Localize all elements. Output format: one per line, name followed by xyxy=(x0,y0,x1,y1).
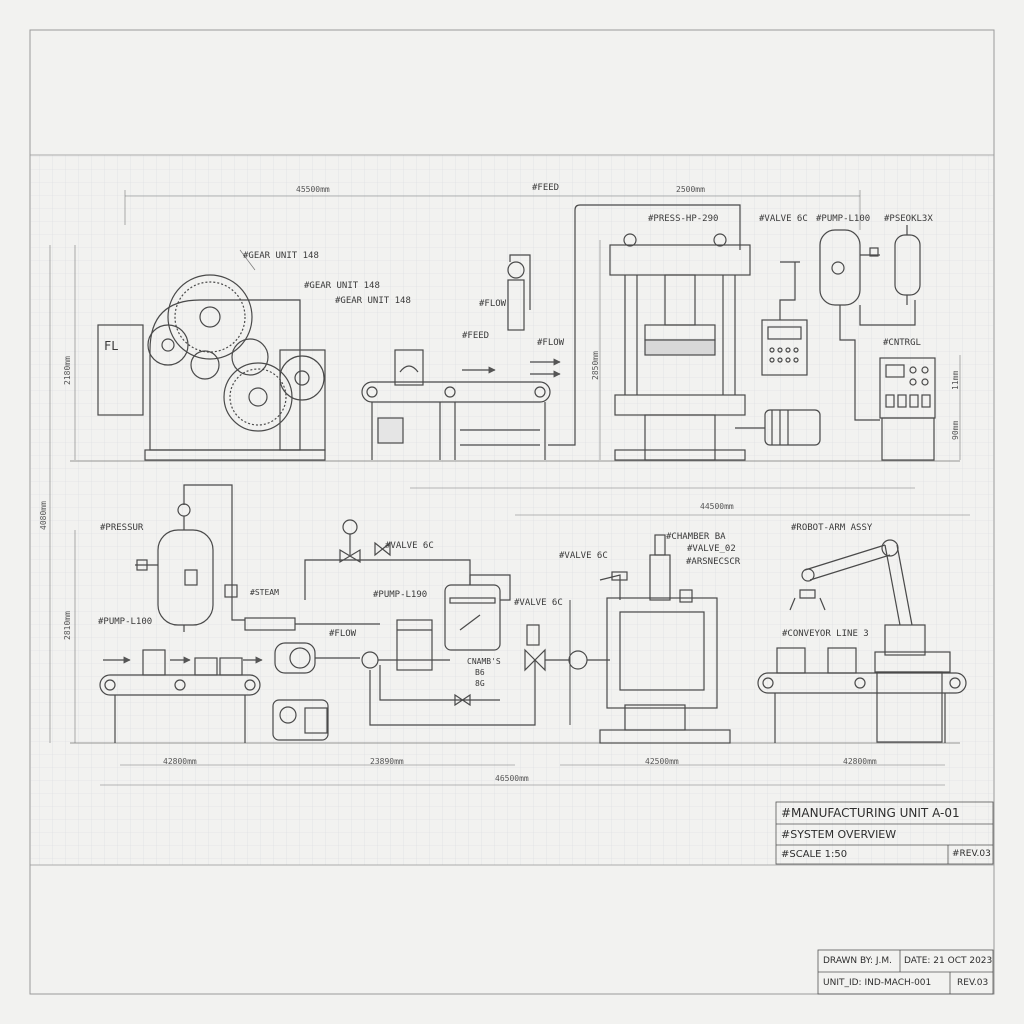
pipe-loop-b xyxy=(369,660,536,726)
accumulator xyxy=(894,225,921,305)
label-control: #CNTRGL xyxy=(883,338,921,348)
title-block-scale: #SCALE 1:50 xyxy=(781,849,848,860)
label-chamber-text-3: 8G xyxy=(475,679,485,688)
label-chamber: #CHAMBER BA xyxy=(666,532,726,542)
gear-unit-machine xyxy=(97,249,326,461)
bottom-row xyxy=(70,484,967,744)
label-pump-bottom: #PUMP-L100 xyxy=(98,617,153,627)
press-machine xyxy=(609,233,751,461)
label-press: #PRESS-HP-290 xyxy=(648,214,719,224)
label-flow-bottom: #FLOW xyxy=(329,629,357,639)
top-row xyxy=(70,204,960,462)
top-dimension-lines xyxy=(74,190,970,516)
label-valve-top: #VALVE 6C xyxy=(759,214,808,224)
title-block-drawn-by: DRAWN BY: J.M. xyxy=(823,956,892,966)
dim-bottom-total: 46500mm xyxy=(495,774,529,783)
dim-bottom-w2: 23890mm xyxy=(370,757,404,766)
pump-tank-top xyxy=(779,229,916,421)
pump-bottom xyxy=(274,642,450,674)
title-block-unit-id: UNIT_ID: IND-MACH-001 xyxy=(823,978,932,988)
check-valve xyxy=(454,693,471,707)
control-cabinet xyxy=(879,357,936,461)
label-pump-mid: #PUMP-L190 xyxy=(373,590,428,600)
label-gear-unit-a: #GEAR UNIT 148 xyxy=(243,251,319,261)
conveyor-bottom-left xyxy=(99,649,263,743)
dim-top-width-b: 2500mm xyxy=(676,185,705,194)
dim-bottom-w4: 42800mm xyxy=(843,757,877,766)
dim-mid-width: 44500mm xyxy=(700,502,734,511)
gauge-panel xyxy=(394,349,424,386)
label-gear-unit-b: #GEAR UNIT 148 xyxy=(304,281,380,291)
label-valve-bottom-b: #VALVE 6C xyxy=(559,551,608,561)
conveyor-top xyxy=(361,358,561,460)
title-block-rev: REV.03 xyxy=(957,978,989,988)
dim-bottom-w3: 42500mm xyxy=(645,757,679,766)
label-conveyor: #CONVEYOR LINE 3 xyxy=(782,629,869,639)
label-pump-top: #PUMP-L100 xyxy=(816,214,871,224)
valve-gauge-bottom xyxy=(524,624,610,672)
control-box-press xyxy=(761,319,808,376)
dim-bottom-height: 2810mm xyxy=(63,611,72,640)
label-chamber-text-1: CNAMB'S xyxy=(467,657,501,666)
label-robot: #ROBOT-ARM ASSY xyxy=(791,523,873,533)
motor-bottom xyxy=(272,699,329,741)
conveyor-right xyxy=(757,647,967,743)
title-block-title: #MANUFACTURING UNIT A-01 xyxy=(781,806,960,820)
filter-unit xyxy=(396,619,433,671)
label-feed-top: #FEED xyxy=(532,183,560,193)
title-block-date: DATE: 21 OCT 2023 xyxy=(904,956,993,966)
chamber-machine xyxy=(569,534,731,744)
label-flow-arrow: #FLOW xyxy=(537,338,565,348)
label-valve-bottom-c: #VALVE 6C xyxy=(514,598,563,608)
gauge-valve-cluster xyxy=(304,519,471,600)
pipe-loop-a xyxy=(379,665,500,701)
dim-top-height-right-b: 90mm xyxy=(951,420,960,440)
label-arsnecscr: #ARSNECSCR xyxy=(686,557,741,567)
dim-top-height-right-a: 11mm xyxy=(951,370,960,390)
title-block-frame xyxy=(775,801,994,995)
label-gear-unit-c: #GEAR UNIT 148 xyxy=(335,296,411,306)
feed-pipe xyxy=(548,204,741,446)
pressure-vessel xyxy=(135,484,245,632)
label-fl-mark: FL xyxy=(104,339,119,353)
flow-meter xyxy=(507,254,531,331)
dim-top-width-a: 45500mm xyxy=(296,185,330,194)
dim-bottom-w1: 42800mm xyxy=(163,757,197,766)
robot-arm xyxy=(789,539,951,743)
dim-overall-height: 4080mm xyxy=(39,501,48,530)
pump-l190-tank xyxy=(444,574,511,651)
title-block-rev-tag: #REV.03 xyxy=(952,849,991,859)
label-psd: #PSEOKL3X xyxy=(884,214,933,224)
label-steam: #STEAM xyxy=(250,588,279,597)
label-chamber-text-2: B6 xyxy=(475,668,485,677)
grid-area xyxy=(29,154,995,866)
dim-top-height-mid: 2850mm xyxy=(591,351,600,380)
dim-top-height-left: 2180mm xyxy=(63,356,72,385)
label-pressur: #PRESSUR xyxy=(100,523,144,533)
label-valve-02: #VALVE_02 xyxy=(687,544,736,554)
title-block-subtitle: #SYSTEM OVERVIEW xyxy=(781,828,897,841)
label-valve-bottom-a: #VALVE 6C xyxy=(385,541,434,551)
label-feed-left: #FEED xyxy=(462,331,490,341)
steam-line xyxy=(224,584,380,631)
bottom-dimension-lines xyxy=(49,245,945,786)
label-flow-top: #FLOW xyxy=(479,299,507,309)
motor-top xyxy=(735,409,821,446)
